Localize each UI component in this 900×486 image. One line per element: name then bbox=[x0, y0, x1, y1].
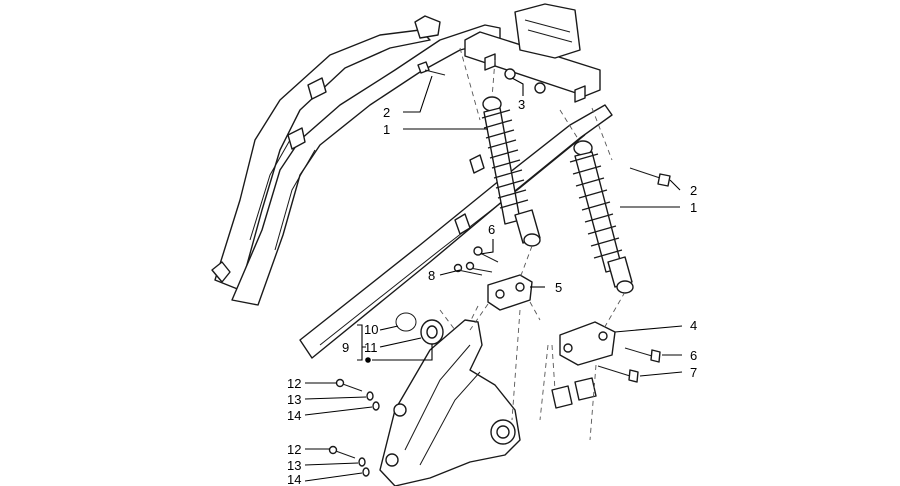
lower-shock-bracket bbox=[487, 274, 533, 311]
callout-4: 4 bbox=[690, 318, 697, 333]
engine-support-arm bbox=[379, 319, 521, 486]
callout-14-upper: 14 bbox=[287, 408, 301, 423]
callout-2-right: 2 bbox=[690, 183, 697, 198]
frame-tubes bbox=[211, 15, 501, 306]
bolt-6-mid bbox=[473, 246, 499, 263]
callout-13-upper: 13 bbox=[287, 392, 301, 407]
washer-13-upper bbox=[366, 391, 374, 401]
callout-3: 3 bbox=[518, 97, 525, 112]
bolt-upper-right bbox=[629, 167, 671, 187]
callout-11: 11 bbox=[364, 340, 378, 355]
callout-12-lower: 12 bbox=[287, 442, 301, 457]
bolt-12-upper bbox=[335, 378, 363, 392]
alignment-lines bbox=[439, 47, 626, 441]
callout-12-upper: 12 bbox=[287, 376, 301, 391]
callout-6-right: 6 bbox=[690, 348, 697, 363]
callout-5: 5 bbox=[555, 280, 562, 295]
bolt-8-pair bbox=[453, 261, 493, 276]
nuts-upper bbox=[504, 68, 546, 94]
callout-10: 10 bbox=[364, 322, 378, 337]
circlip bbox=[395, 312, 417, 332]
callout-13-lower: 13 bbox=[287, 458, 301, 473]
callout-labels: 2 1 3 2 1 6 8 5 10 11 9 4 6 7 12 13 14 1… bbox=[287, 97, 697, 486]
callout-1-right: 1 bbox=[690, 200, 697, 215]
callout-14-lower: 14 bbox=[287, 472, 301, 486]
washer-13-lower bbox=[358, 457, 366, 467]
rubber-bushings bbox=[551, 377, 597, 409]
shock-absorber-right bbox=[569, 140, 634, 294]
callout-7: 7 bbox=[690, 365, 697, 380]
callout-8: 8 bbox=[428, 268, 435, 283]
mount-plate bbox=[559, 321, 616, 366]
washer-14-lower bbox=[362, 467, 370, 477]
callout-6-mid: 6 bbox=[488, 222, 495, 237]
callout-2-upper-left: 2 bbox=[383, 105, 390, 120]
bolt-7-right bbox=[597, 365, 639, 383]
callout-9: 9 bbox=[342, 340, 349, 355]
washer-14-upper bbox=[372, 401, 380, 411]
long-rail bbox=[299, 104, 613, 359]
leader-lines bbox=[304, 75, 683, 482]
assembly-marker-dot bbox=[365, 357, 371, 363]
bolt-6-right bbox=[624, 347, 661, 363]
bearing bbox=[420, 319, 444, 345]
bolt-12-lower bbox=[328, 445, 356, 459]
upper-cross-member bbox=[464, 3, 601, 103]
shock-absorber-left bbox=[481, 96, 541, 247]
bolt-upper-left bbox=[417, 61, 446, 76]
callout-1-upper-left: 1 bbox=[383, 122, 390, 137]
